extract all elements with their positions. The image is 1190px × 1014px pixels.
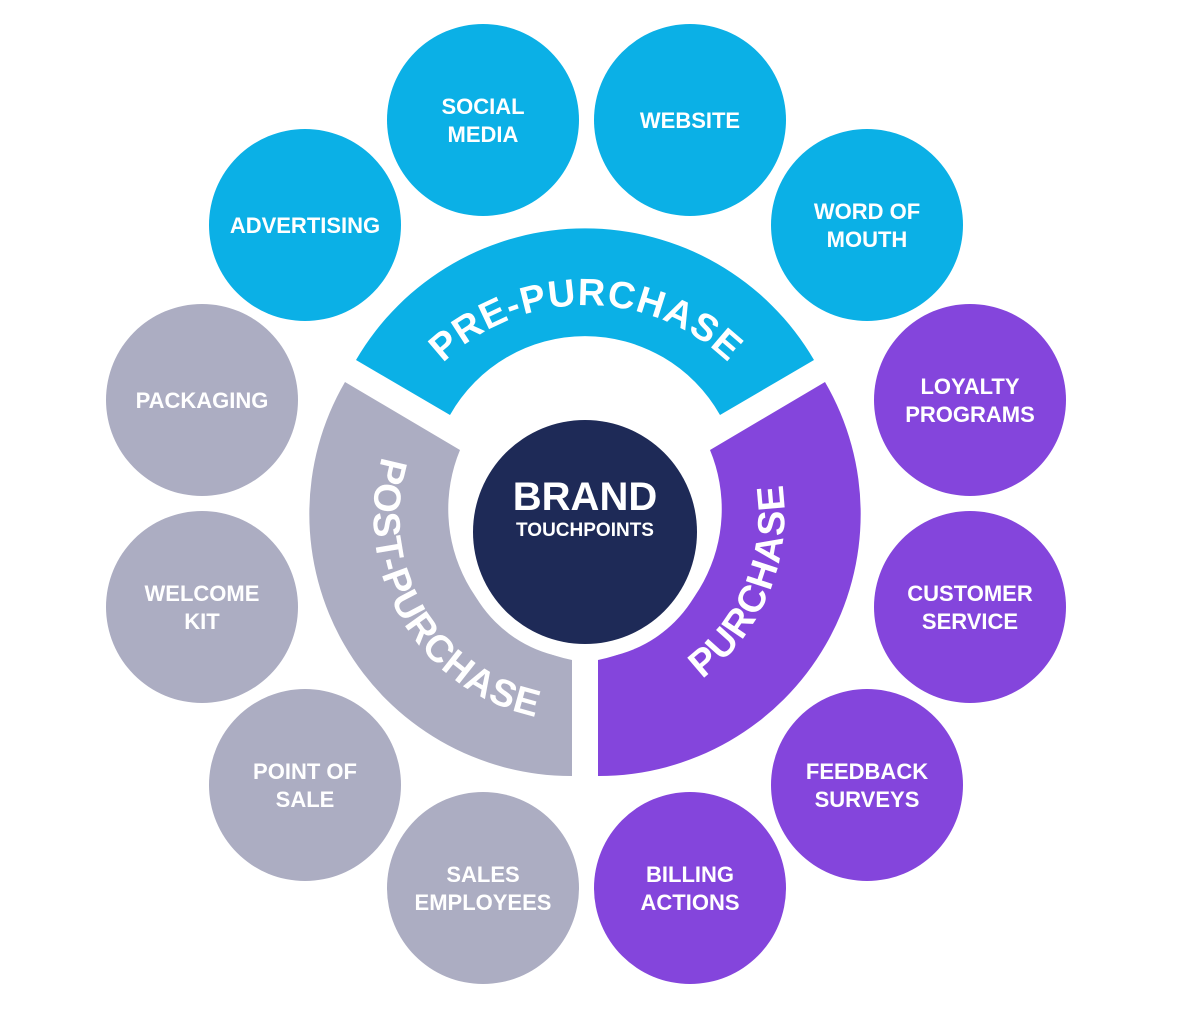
- touchpoint-bubbles: SOCIAL MEDIA WEBSITE WORD OF MOUTH LOYALTY PRO…: [106, 24, 1066, 984]
- touchpoint-circle: [874, 304, 1066, 496]
- touchpoint-circle: [209, 689, 401, 881]
- touchpoint-circle: [771, 129, 963, 321]
- touchpoint-label: EMPLOYEES: [415, 890, 552, 915]
- touchpoint-circle: [771, 689, 963, 881]
- touchpoint-bubble: FEEDBACK SURVEYS: [771, 689, 963, 881]
- hub-title: BRAND: [513, 475, 657, 519]
- touchpoint-circle: [594, 792, 786, 984]
- touchpoint-label: ADVERTISING: [230, 213, 380, 238]
- touchpoint-label: WEBSITE: [640, 108, 740, 133]
- touchpoint-bubble: SOCIAL MEDIA: [387, 24, 579, 216]
- touchpoint-bubble: WORD OF MOUTH: [771, 129, 963, 321]
- touchpoint-circle: [106, 304, 298, 496]
- touchpoint-label: KIT: [184, 609, 220, 634]
- touchpoint-circle: [594, 24, 786, 216]
- touchpoint-label: ACTIONS: [641, 890, 740, 915]
- touchpoint-circle: [209, 129, 401, 321]
- touchpoint-label: WORD OF: [814, 199, 920, 224]
- touchpoint-label: CUSTOMER: [907, 581, 1033, 606]
- touchpoint-circle: [874, 511, 1066, 703]
- purchase-segment: [598, 382, 861, 777]
- touchpoint-label: MEDIA: [448, 122, 519, 147]
- touchpoint-label: SALES: [446, 862, 519, 887]
- touchpoint-circle: [387, 24, 579, 216]
- touchpoint-bubble: PACKAGING: [106, 304, 298, 496]
- hub-subtitle: TOUCHPOINTS: [516, 520, 654, 541]
- touchpoint-label: POINT OF: [253, 759, 357, 784]
- touchpoint-label: FEEDBACK: [806, 759, 928, 784]
- brand-hub: BRAND TOUCHPOINTS: [458, 405, 712, 659]
- touchpoint-label: MOUTH: [827, 227, 908, 252]
- touchpoint-label: LOYALTY: [920, 374, 1019, 399]
- pre-purchase-segment: [356, 228, 814, 415]
- touchpoint-label: WELCOME: [145, 581, 260, 606]
- touchpoint-bubble: CUSTOMER SERVICE: [874, 511, 1066, 703]
- touchpoint-circle: [387, 792, 579, 984]
- touchpoint-label: SOCIAL: [441, 94, 524, 119]
- post-purchase-segment: [309, 382, 572, 777]
- touchpoint-label: SERVICE: [922, 609, 1018, 634]
- hub-circle: [473, 420, 697, 644]
- touchpoint-bubble: SALES EMPLOYEES: [387, 792, 579, 984]
- touchpoint-circle: [106, 511, 298, 703]
- touchpoint-label: PACKAGING: [136, 388, 269, 413]
- touchpoint-bubble: LOYALTY PROGRAMS: [874, 304, 1066, 496]
- touchpoint-bubble: WEBSITE: [594, 24, 786, 216]
- touchpoint-label: BILLING: [646, 862, 734, 887]
- touchpoint-bubble: BILLING ACTIONS: [594, 792, 786, 984]
- touchpoint-label: SURVEYS: [815, 787, 920, 812]
- segment-ring: [309, 228, 861, 777]
- touchpoint-bubble: WELCOME KIT: [106, 511, 298, 703]
- touchpoint-bubble: POINT OF SALE: [209, 689, 401, 881]
- touchpoint-label: PROGRAMS: [905, 402, 1035, 427]
- touchpoint-bubble: ADVERTISING: [209, 129, 401, 321]
- touchpoint-label: SALE: [276, 787, 335, 812]
